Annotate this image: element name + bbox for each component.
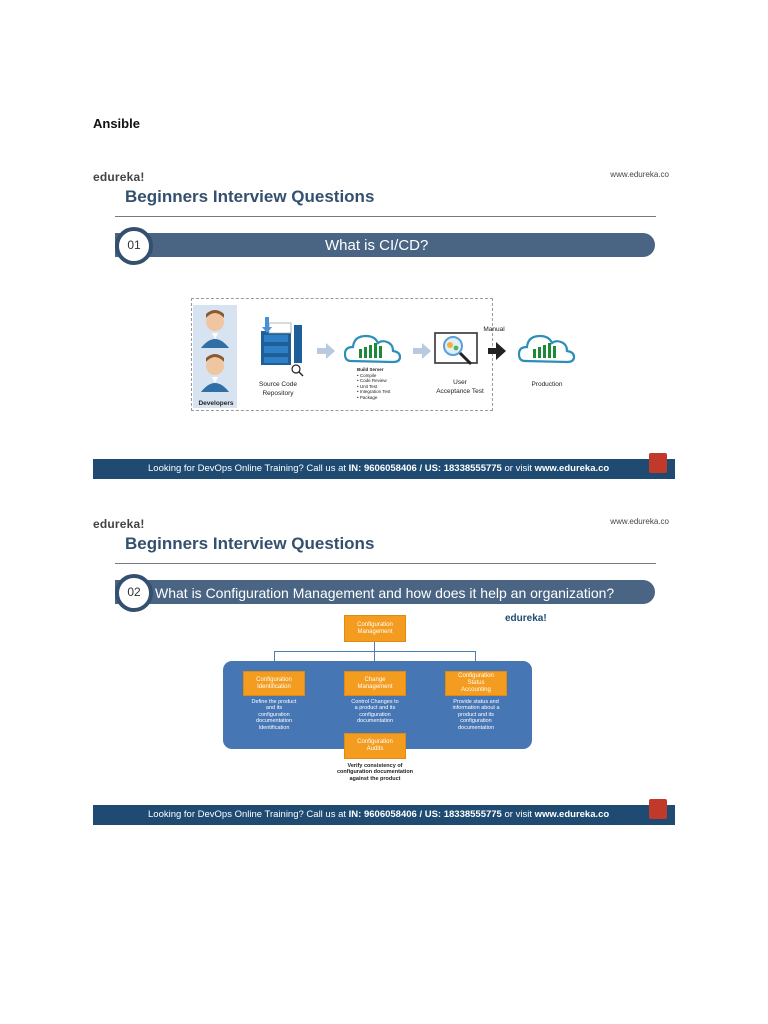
footer-text: Looking for DevOps Online Training? Call… <box>148 809 610 820</box>
subscribe-badge-icon[interactable] <box>649 799 667 819</box>
uat-label-line2: Acceptance Test <box>436 388 484 395</box>
question-number-badge: 01 <box>115 227 153 265</box>
build-step: • Unit Test <box>357 383 378 389</box>
document-heading: Ansible <box>93 116 140 131</box>
audits-description: Verify consistency of configuration docu… <box>336 763 414 782</box>
title-divider <box>115 563 656 564</box>
slide-title: Beginners Interview Questions <box>125 187 375 206</box>
configuration-management-box: Configuration Management <box>344 615 406 642</box>
question-number-badge: 02 <box>115 574 153 612</box>
promo-footer: Looking for DevOps Online Training? Call… <box>93 799 675 825</box>
uat-label-line1: User <box>453 379 467 386</box>
change-description: Control Changes to a product and its con… <box>351 699 399 725</box>
question-bar <box>115 580 655 604</box>
subscribe-badge-icon[interactable] <box>649 453 667 473</box>
build-step: • Compile <box>357 372 377 378</box>
build-step: • Code Review <box>357 378 387 384</box>
title-divider <box>115 216 656 217</box>
configuration-identification-box: Configuration Identification <box>243 671 305 696</box>
developer-avatar-icon <box>201 354 229 392</box>
arrow-right-icon <box>413 343 431 359</box>
build-step: • Package <box>357 394 378 400</box>
brand-logo: edureka! <box>93 170 145 184</box>
connector <box>274 651 476 652</box>
slide-title: Beginners Interview Questions <box>125 534 375 553</box>
change-management-box: Change Management <box>344 671 406 696</box>
build-server-steps: Build Server • Compile • Code Review • U… <box>357 367 391 401</box>
footer-text: Looking for DevOps Online Training? Call… <box>148 463 610 474</box>
build-server-label: Build Server <box>357 367 384 372</box>
question-text: What is Configuration Management and how… <box>155 585 615 601</box>
configuration-status-accounting-box: Configuration Status Accounting <box>445 671 507 696</box>
magnifier-gear-icon <box>434 332 478 366</box>
connector <box>374 642 375 651</box>
pipeline-diagram <box>201 310 576 392</box>
file-cabinet-icon <box>261 317 304 377</box>
status-description: Provide status and information about a p… <box>452 699 500 731</box>
build-step: • Integration Test <box>357 389 391 395</box>
pipeline-frame <box>191 298 493 411</box>
arrow-right-icon <box>488 342 506 360</box>
diagram-brand: edureka! <box>505 613 547 624</box>
developer-avatar-icon <box>201 310 229 348</box>
repo-label-line2: Repository <box>262 390 294 397</box>
promo-footer: Looking for DevOps Online Training? Call… <box>93 453 675 479</box>
brand-logo: edureka! <box>93 517 145 531</box>
question-text: What is CI/CD? <box>325 237 429 254</box>
slide-configuration-management: edureka! www.edureka.co Beginners Interv… <box>93 512 675 825</box>
question-bar <box>115 233 655 257</box>
developers-label: Developers <box>198 400 234 407</box>
question-number: 01 <box>127 238 141 252</box>
cloud-build-icon <box>343 334 402 364</box>
identification-description: Define the product and its configuration… <box>251 699 297 731</box>
slide-ci-cd: edureka! www.edureka.co Beginners Interv… <box>93 165 675 479</box>
cloud-production-icon <box>517 334 576 364</box>
arrow-right-icon <box>317 343 335 359</box>
question-number: 02 <box>127 585 141 599</box>
site-url: www.edureka.co <box>610 170 669 179</box>
configuration-audits-box: Configuration Audits <box>344 733 406 759</box>
manual-label: Manual <box>483 326 505 333</box>
production-label: Production <box>531 381 563 388</box>
repo-label-line1: Source Code <box>259 381 297 388</box>
site-url: www.edureka.co <box>610 517 669 526</box>
